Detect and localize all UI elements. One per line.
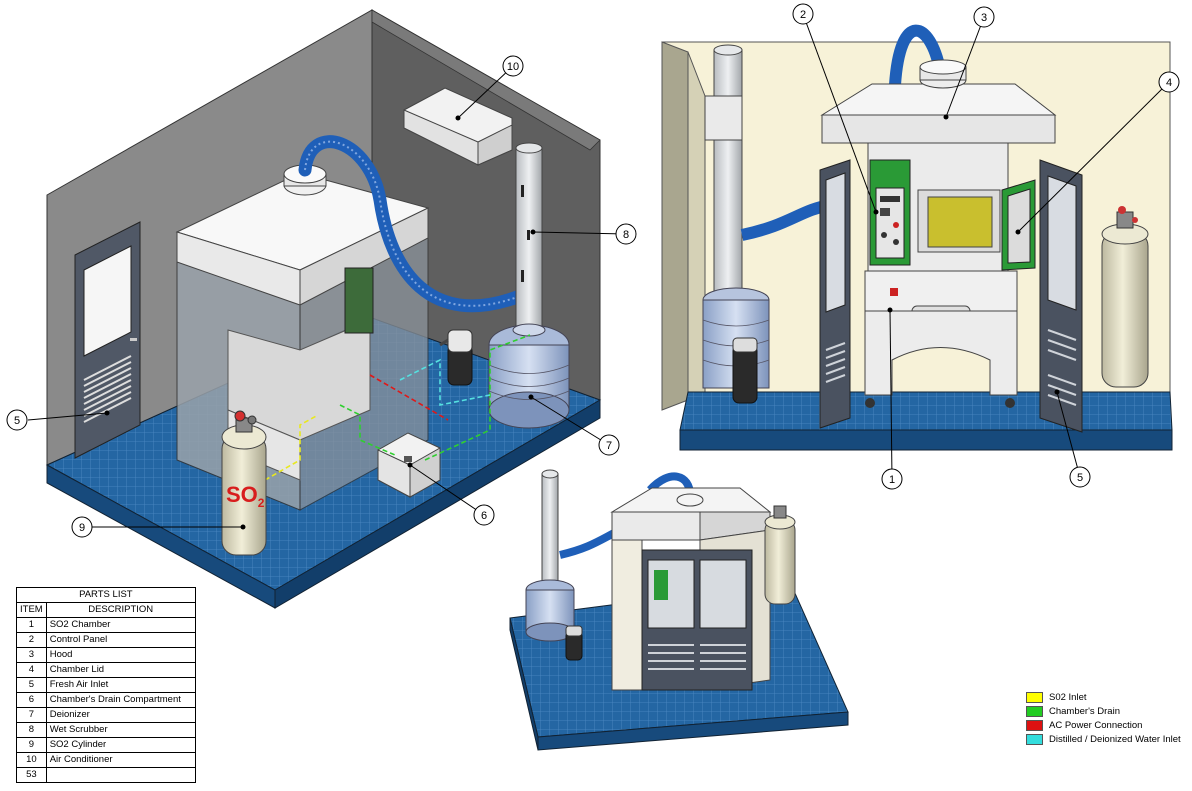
wet-scrubber-left xyxy=(488,142,570,429)
callout-5-left: 5 xyxy=(6,409,28,431)
pipe-legend: S02 Inlet Chamber's Drain AC Power Conne… xyxy=(1026,690,1181,746)
parts-header-description: DESCRIPTION xyxy=(45,602,196,618)
legend-swatch-drain xyxy=(1026,705,1043,717)
cabinet-view xyxy=(509,469,849,751)
right-room-view xyxy=(661,24,1173,451)
callout-4: 4 xyxy=(1158,71,1180,93)
wet-scrubber-right xyxy=(702,44,770,404)
right-hose-top xyxy=(889,24,946,86)
callout-9: 9 xyxy=(71,516,93,538)
callout-bubbles: 10 8 5 7 6 9 2 3 4 1 5 xyxy=(6,3,1180,538)
parts-list-title: PARTS LIST xyxy=(16,587,196,603)
piping-lines xyxy=(264,334,531,481)
svg-text:2: 2 xyxy=(800,9,806,21)
air-conditioner xyxy=(403,87,513,166)
svg-text:10: 10 xyxy=(507,61,519,73)
cylinder-marking: SO2 xyxy=(226,482,265,510)
legend-item: Distilled / Deionized Water Inlet xyxy=(1026,732,1181,746)
svg-text:5: 5 xyxy=(1077,472,1083,484)
svg-text:4: 4 xyxy=(1166,77,1172,89)
callout-dots xyxy=(104,114,1060,530)
callout-8: 8 xyxy=(615,223,637,245)
filter-cartridge-left xyxy=(439,329,473,386)
svg-text:5: 5 xyxy=(14,415,20,427)
chamber-door-right xyxy=(1039,159,1083,433)
legend-swatch-power xyxy=(1026,719,1043,731)
callout-1: 1 xyxy=(881,468,903,490)
svg-text:6: 6 xyxy=(481,510,487,522)
legend-swatch-water xyxy=(1026,733,1043,745)
callout-7: 7 xyxy=(598,434,620,456)
parts-header-item: ITEM xyxy=(16,602,47,618)
left-door xyxy=(74,221,141,459)
svg-text:9: 9 xyxy=(79,522,85,534)
svg-text:1: 1 xyxy=(889,474,895,486)
callout-10: 10 xyxy=(502,55,524,77)
so2-cylinder-right xyxy=(1101,206,1149,388)
hood xyxy=(820,59,1057,144)
callout-3: 3 xyxy=(973,6,995,28)
left-room-view: SO2 xyxy=(45,9,602,609)
legend-swatch-so2-inlet xyxy=(1026,691,1043,703)
chamber-window xyxy=(927,196,993,248)
callout-6: 6 xyxy=(473,504,495,526)
callouts xyxy=(27,13,1170,528)
table-row: 53 xyxy=(16,767,196,783)
svg-text:3: 3 xyxy=(981,12,987,24)
svg-text:8: 8 xyxy=(623,229,629,241)
legend-item: S02 Inlet xyxy=(1026,690,1181,704)
chamber-door-left xyxy=(819,159,851,429)
svg-text:7: 7 xyxy=(606,440,612,452)
so2-cylinder-left: SO2 xyxy=(221,410,267,556)
callout-2: 2 xyxy=(792,3,814,25)
callout-5-right: 5 xyxy=(1069,466,1091,488)
legend-item: Chamber's Drain xyxy=(1026,704,1181,718)
legend-item: AC Power Connection xyxy=(1026,718,1181,732)
